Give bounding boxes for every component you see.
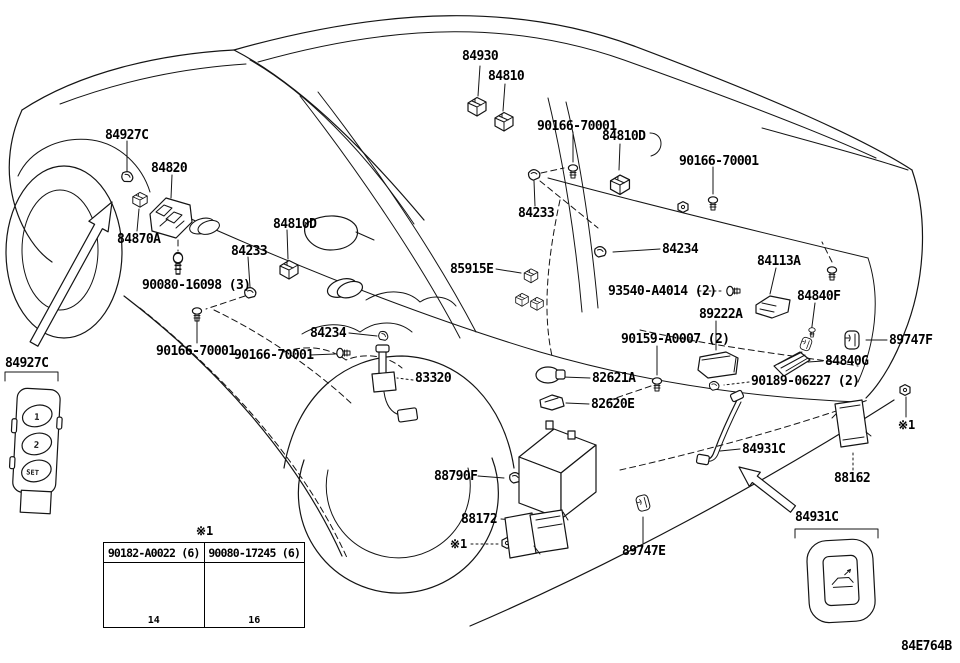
- ecu-88172-glyph: [504, 509, 569, 559]
- part-label-84840g: 84840G: [825, 354, 869, 369]
- part-glyphs: [119, 96, 911, 559]
- part-label-84234-right: 84234: [662, 242, 699, 257]
- part-label-84840f: 84840F: [797, 289, 841, 304]
- sensor-82621a-glyph: [535, 366, 566, 384]
- relay-89222a-glyph: [697, 351, 739, 379]
- part-label-89747f: 89747F: [889, 333, 933, 348]
- part-label-84931c-switch: 84931C: [795, 510, 839, 525]
- bracket-82620e-glyph: [539, 394, 565, 411]
- memory-switch-drawing: 1 2 SET: [8, 387, 63, 515]
- fastener-cell-14: 90182-A0022 (6) 14: [104, 543, 205, 627]
- battery-glyph: [518, 420, 597, 520]
- part-label-82621a: 82621A: [592, 371, 636, 386]
- harness-84931c-glyph: [695, 389, 745, 466]
- part-label-90189-06227: 90189-06227 (2): [751, 374, 860, 389]
- ecu-88162-glyph: [831, 399, 872, 448]
- fastener-table: 90182-A0022 (6) 14 90080-17245 (6) 16: [103, 542, 305, 628]
- fastener-dimension: 14: [147, 615, 160, 626]
- part-label-84931c-harness: 84931C: [742, 442, 786, 457]
- fastener-part-number: 90080-17245 (6): [204, 543, 304, 563]
- part-label-84113a: 84113A: [757, 254, 801, 269]
- part-label-84233-top: 84233: [518, 206, 555, 221]
- sensor-83320-glyph: [371, 344, 419, 423]
- part-label-85915e: 85915E: [450, 262, 494, 277]
- liftgate-open-icon: [831, 568, 854, 588]
- part-label-90159-a0007: 90159-A0007 (2): [621, 332, 730, 347]
- part-label-88162: 88162: [834, 471, 871, 486]
- part-label-84927c-switch: 84927C: [5, 356, 49, 371]
- part-label-90166-70001-d: 90166-70001: [234, 348, 314, 363]
- back-door-switch-drawing: [806, 538, 876, 624]
- fastener-part-number: 90182-A0022 (6): [104, 543, 204, 563]
- car-body-outline: [5, 15, 924, 627]
- part-label-84233-left: 84233: [231, 244, 268, 259]
- part-label-84820: 84820: [151, 161, 188, 176]
- part-label-84927c-top: 84927C: [105, 128, 149, 143]
- part-label-89747e: 89747E: [622, 544, 666, 559]
- part-label-90080-16098: 90080-16098 (3): [142, 278, 251, 293]
- part-label-88172: 88172: [461, 512, 498, 527]
- part-label-84810d-left: 84810D: [273, 217, 317, 232]
- part-label-84870a: 84870A: [117, 232, 161, 247]
- part-label-88790f: 88790F: [434, 469, 478, 484]
- note-ref-1-center: ※1: [450, 537, 468, 551]
- drawing-code: 84E764B: [901, 639, 952, 654]
- part-label-84810: 84810: [488, 69, 525, 84]
- master-switch-glyph: [149, 197, 193, 239]
- rear-direction-arrow-icon: [738, 466, 797, 513]
- connector-84840g-glyph: [773, 351, 811, 377]
- part-label-84810d-top: 84810D: [602, 129, 646, 144]
- memory-button-set-label: SET: [26, 468, 39, 477]
- part-label-93540-a4014: 93540-A4014 (2): [608, 284, 717, 299]
- part-label-90166-70001-b: 90166-70001: [679, 154, 759, 169]
- label-brackets: [4, 132, 879, 539]
- part-label-82620e: 82620E: [591, 397, 635, 412]
- note-ref-1-right: ※1: [898, 418, 916, 432]
- part-label-84234-left: 84234: [310, 326, 347, 341]
- part-label-83320: 83320: [415, 371, 452, 386]
- fastener-cell-16: 90080-17245 (6) 16: [204, 543, 304, 627]
- note-ref-1-table: ※1: [196, 524, 214, 538]
- part-label-90166-70001-a: 90166-70001: [537, 119, 617, 134]
- part-label-89222a: 89222A: [699, 307, 743, 322]
- part-label-84930: 84930: [462, 49, 499, 64]
- memory-button-1-label: 1: [34, 413, 40, 423]
- part-label-90166-70001-c: 90166-70001: [156, 344, 236, 359]
- front-direction-arrow-icon: [29, 201, 113, 347]
- memory-button-2-label: 2: [33, 441, 39, 451]
- fastener-dimension: 16: [248, 615, 261, 626]
- sensor-84113a-glyph: [755, 295, 791, 319]
